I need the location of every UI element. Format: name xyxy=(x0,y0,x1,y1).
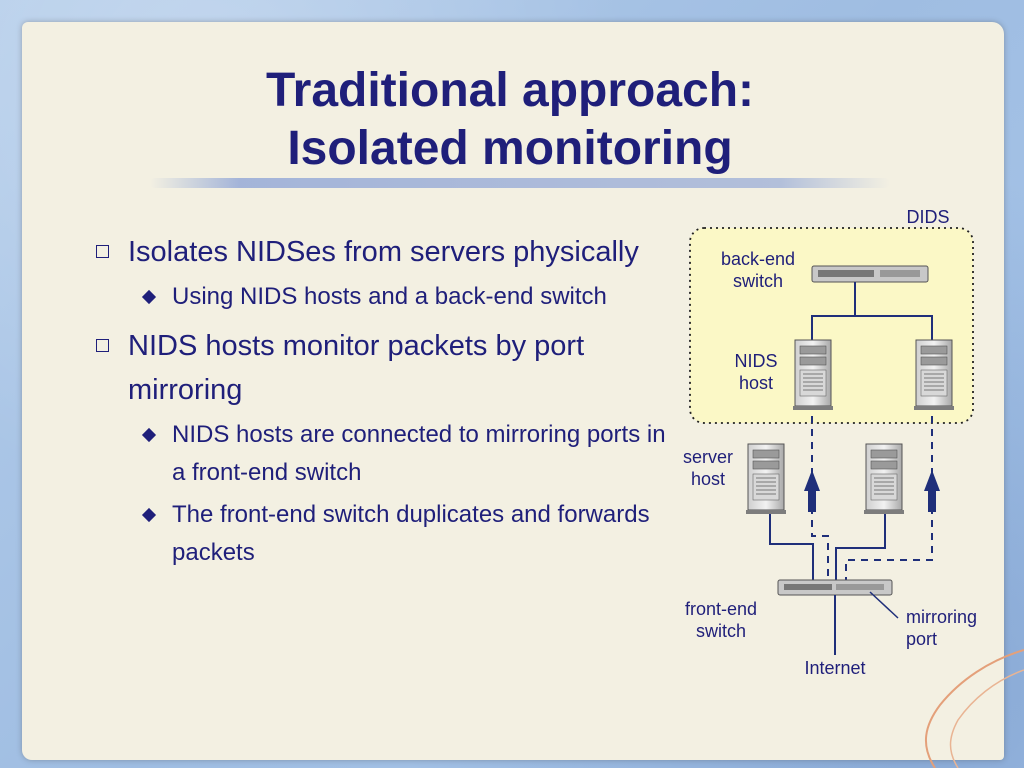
title-line-1: Traditional approach: xyxy=(265,64,755,117)
bullet-2-text: NIDS hosts monitor packets by port mirro… xyxy=(128,330,585,406)
sub-bullet-1-1: Using NIDS hosts and a back-end switch xyxy=(88,278,678,316)
server-links xyxy=(769,514,886,581)
nids-host-2-icon xyxy=(913,339,955,411)
bullet-list: Isolates NIDSes from servers physically … xyxy=(88,230,678,576)
square-bullet-icon xyxy=(96,245,109,258)
server-host-2-icon xyxy=(863,443,905,515)
slide-title: Traditional approach: Isolated monitorin… xyxy=(140,62,880,178)
title-underline xyxy=(150,178,890,188)
mirror-arrows xyxy=(804,470,940,512)
mirroring-port-pointer xyxy=(869,591,899,619)
mirroring-port-label: mirroring port xyxy=(906,607,978,649)
frontend-switch-label: front-end switch xyxy=(684,599,758,641)
nids-host-1-icon xyxy=(792,339,834,411)
backend-switch-label: back-end switch xyxy=(720,249,796,291)
nids-host-label: NIDS host xyxy=(734,351,778,393)
sub-bullet-2-1: NIDS hosts are connected to mirroring po… xyxy=(88,416,678,492)
internet-label: Internet xyxy=(804,658,866,678)
decorative-swirl xyxy=(924,649,1024,768)
sub-bullet-2-2: The front-end switch duplicates and forw… xyxy=(88,496,678,572)
title-line-2: Isolated monitoring xyxy=(287,122,733,175)
sub-bullet-2-2-text: The front-end switch duplicates and forw… xyxy=(172,501,650,566)
bullet-1: Isolates NIDSes from servers physically xyxy=(88,230,678,274)
frontend-switch-icon xyxy=(777,579,893,596)
square-bullet-icon xyxy=(96,339,109,352)
dids-label: DIDS xyxy=(906,207,950,227)
bullet-2: NIDS hosts monitor packets by port mirro… xyxy=(88,324,678,412)
sub-bullet-2-1-text: NIDS hosts are connected to mirroring po… xyxy=(172,421,666,486)
backend-links xyxy=(811,282,933,346)
bullet-1-text: Isolates NIDSes from servers physically xyxy=(128,236,639,268)
server-host-1-icon xyxy=(745,443,787,515)
sub-bullet-1-1-text: Using NIDS hosts and a back-end switch xyxy=(172,283,607,310)
server-host-label: server host xyxy=(682,447,733,489)
backend-switch-icon xyxy=(811,265,929,283)
